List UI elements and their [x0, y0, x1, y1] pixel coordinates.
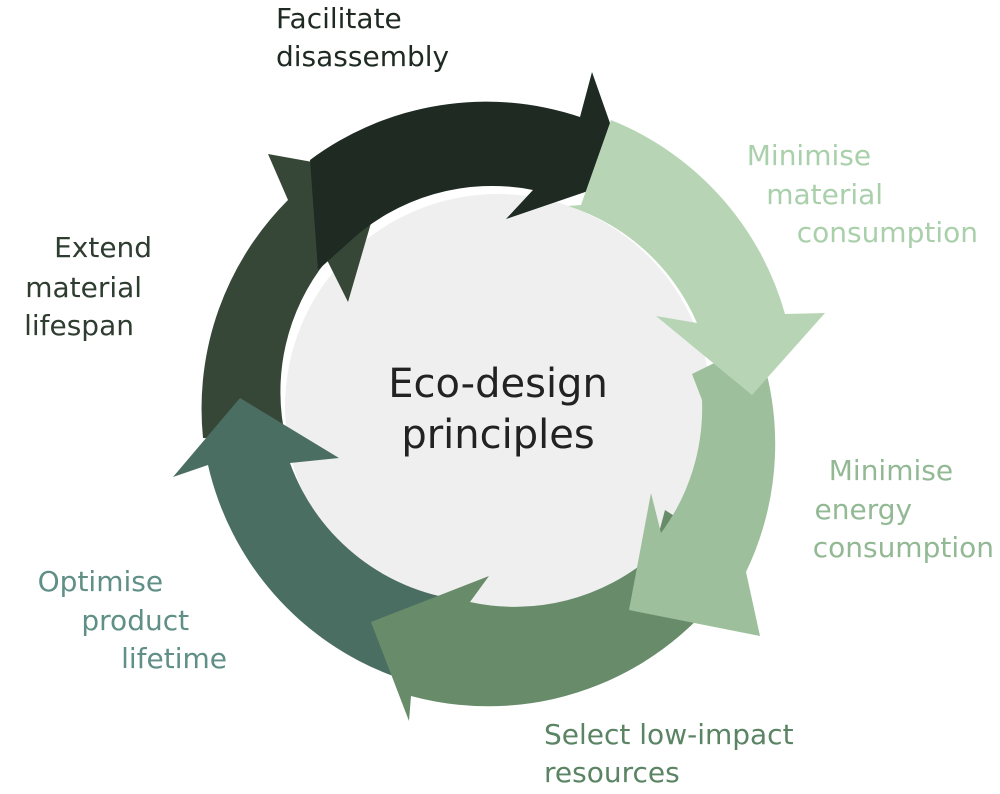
label-line: material	[766, 178, 883, 211]
arrow-minimise-energy-consumption	[629, 342, 776, 636]
svg-text:Facilitate disassembly: Facilitate disassembly	[276, 2, 449, 73]
arrow-facilitate-disassembly	[310, 72, 629, 270]
label-line: lifespan	[24, 309, 134, 342]
label-facilitate-disassembly: Facilitate disassembly	[276, 2, 449, 73]
label-line: resources	[544, 756, 680, 789]
svg-text:Minimise energy co: Minimise energy consumption	[813, 454, 994, 564]
label-minimise-energy-consumption: Minimise energy consumption	[813, 454, 994, 564]
label-line: Extend	[54, 231, 152, 264]
label-line: lifetime	[121, 642, 227, 675]
label-line: Facilitate	[276, 2, 402, 35]
label-line: product	[81, 604, 189, 637]
label-line: Optimise	[38, 565, 163, 598]
svg-text:Minimise material: Minimise material consumption	[747, 139, 978, 249]
center-title-line-2: principles	[401, 412, 594, 458]
label-extend-material-lifespan: Extend material lifespan	[24, 231, 161, 342]
cycle-arrows	[173, 72, 825, 721]
svg-text:Select low-impact resour: Select low-impact resources	[544, 718, 802, 789]
arrow-optimise-product-lifetime	[173, 398, 470, 676]
label-line: disassembly	[276, 40, 449, 73]
label-line: Select low-impact	[544, 718, 794, 751]
svg-text:Optimise product l: Optimise product lifetime	[38, 565, 227, 675]
arrow-minimise-material-consumption	[568, 120, 825, 395]
center-disk	[285, 194, 711, 620]
label-line: Minimise	[747, 139, 871, 172]
label-line: consumption	[813, 531, 994, 564]
label-line: material	[25, 271, 142, 304]
center-title-line-1: Eco-design	[388, 361, 608, 407]
label-line: Minimise	[829, 454, 953, 487]
svg-text:Extend material li: Extend material lifespan	[24, 231, 161, 342]
label-optimise-product-lifetime: Optimise product lifetime	[38, 565, 227, 675]
label-line: energy	[815, 493, 913, 526]
label-minimise-material-consumption: Minimise material consumption	[747, 139, 978, 249]
label-select-low-impact-resources: Select low-impact resources	[544, 718, 802, 789]
label-line: consumption	[797, 216, 978, 249]
